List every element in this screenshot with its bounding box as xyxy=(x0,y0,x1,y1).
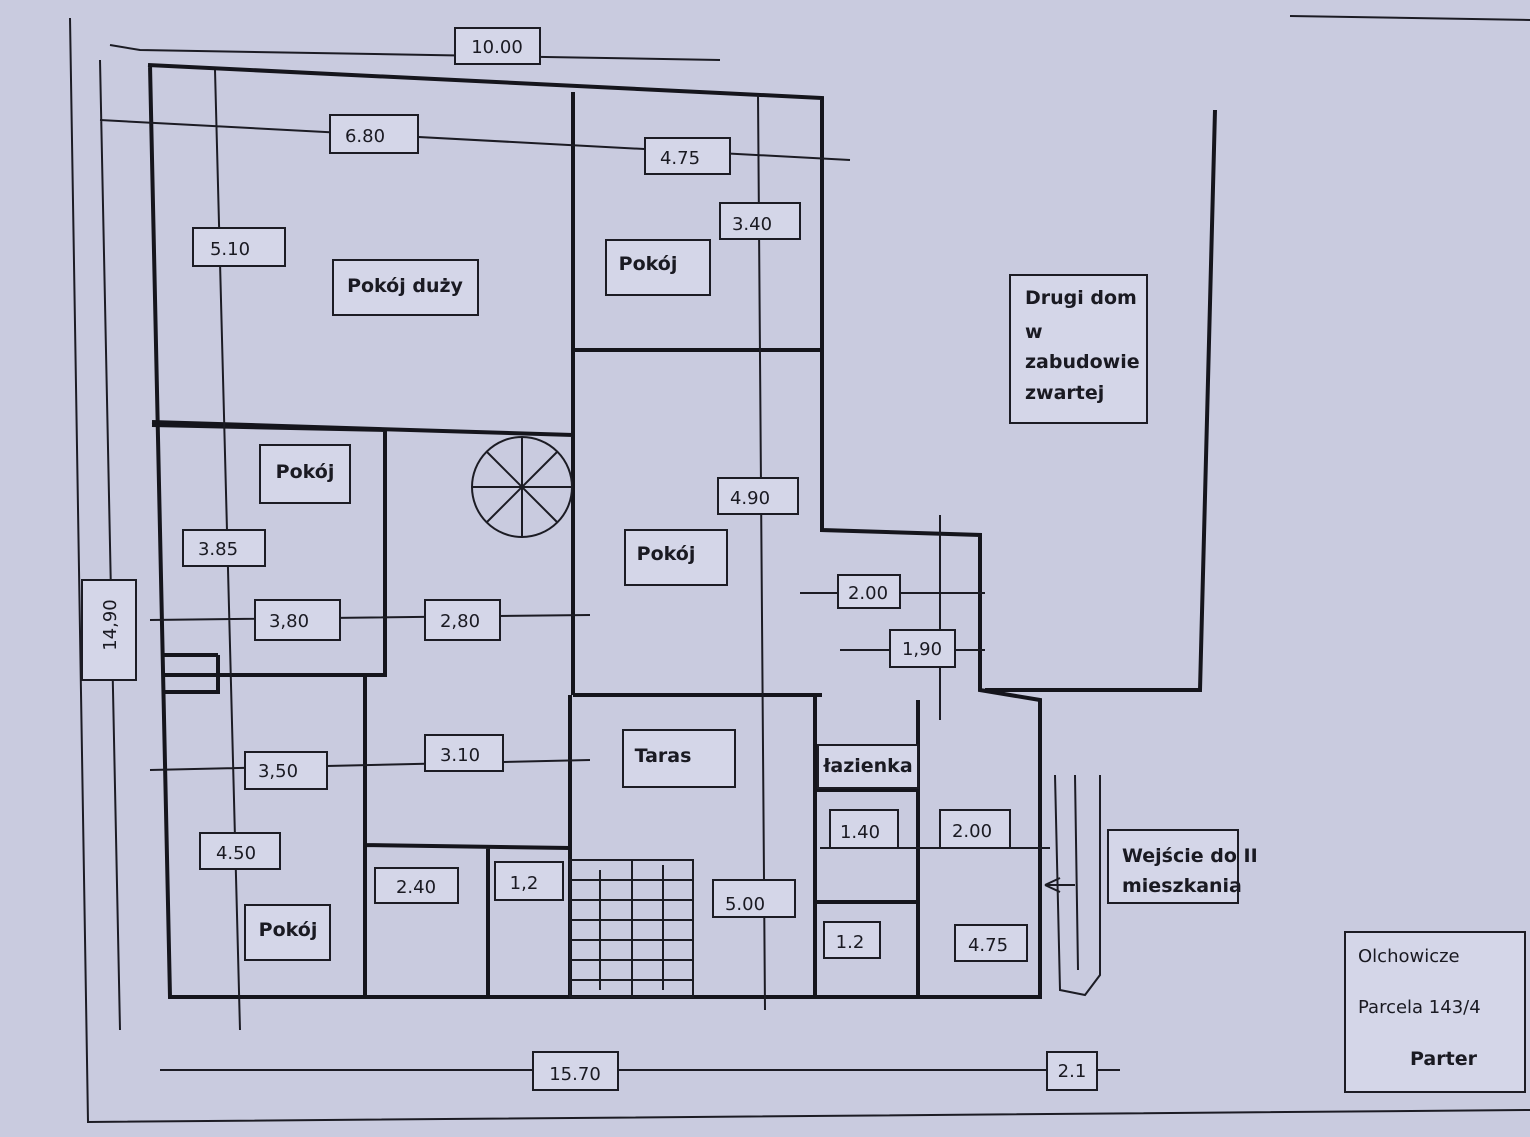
label-d240: 2.40 xyxy=(396,877,436,898)
label-d475a: 4.75 xyxy=(660,148,700,169)
label-d200b: 2.00 xyxy=(952,821,992,842)
label-place: Olchowicze xyxy=(1358,946,1460,967)
label-line1: Drugi dom xyxy=(1025,287,1137,309)
label-d680: 6.80 xyxy=(345,126,385,147)
label-d21: 2.1 xyxy=(1058,1061,1087,1082)
label-d280: 2,80 xyxy=(440,611,480,632)
room-label-living: Pokój duży xyxy=(347,275,463,297)
label-d12b: 1.2 xyxy=(836,932,865,953)
room-label-bathroom: łazienka xyxy=(822,755,912,777)
label-d380: 3,80 xyxy=(269,611,309,632)
label-left-total: 14,90 xyxy=(100,599,121,651)
label-d475b: 4.75 xyxy=(968,935,1008,956)
label-line3: zabudowie xyxy=(1025,351,1140,373)
straight-staircase xyxy=(569,859,694,998)
room-label-bottom-left: Pokój xyxy=(259,919,318,941)
sheet-border xyxy=(69,15,1530,1124)
label-line2: w xyxy=(1025,321,1043,343)
label-d190: 1,90 xyxy=(902,639,942,660)
label-line1: Wejście do II xyxy=(1122,845,1258,867)
label-d490: 4.90 xyxy=(730,488,770,509)
entrance-note: Wejście do II mieszkania xyxy=(1107,829,1258,904)
label-parcel: Parcela 143/4 xyxy=(1358,997,1481,1018)
room-labels: Pokój duży Pokój Pokój Pokój Pokój Taras… xyxy=(244,239,919,961)
label-d500: 5.00 xyxy=(725,894,765,915)
label-d310: 3.10 xyxy=(440,745,480,766)
dimension-labels: 10.00 6.80 4.75 3.40 5.10 4.90 3.85 3,80… xyxy=(81,27,1098,1091)
spiral-staircase xyxy=(471,436,573,538)
room-label-left: Pokój xyxy=(276,461,335,483)
label-floor: Parter xyxy=(1410,1048,1478,1070)
title-block: Olchowicze Parcela 143/4 Parter xyxy=(1344,931,1526,1093)
label-bottom-total: 15.70 xyxy=(549,1064,601,1085)
label-d385: 3.85 xyxy=(198,539,238,560)
neighbor-house-note: Drugi dom w zabudowie zwartej xyxy=(1009,274,1148,424)
label-d450: 4.50 xyxy=(216,843,256,864)
label-d350: 3,50 xyxy=(258,761,298,782)
room-label-terrace: Taras xyxy=(635,745,692,767)
label-line4: zwartej xyxy=(1025,382,1104,404)
room-label-middle: Pokój xyxy=(637,543,696,565)
walls xyxy=(147,63,1217,999)
label-d340: 3.40 xyxy=(732,214,772,235)
label-d510: 5.10 xyxy=(210,239,250,260)
label-d12a: 1,2 xyxy=(510,873,539,894)
label-top-total: 10.00 xyxy=(471,37,523,58)
label-d140: 1.40 xyxy=(840,822,880,843)
label-line2: mieszkania xyxy=(1122,875,1242,897)
room-label-top-right: Pokój xyxy=(619,253,678,275)
label-d200a: 2.00 xyxy=(848,583,888,604)
